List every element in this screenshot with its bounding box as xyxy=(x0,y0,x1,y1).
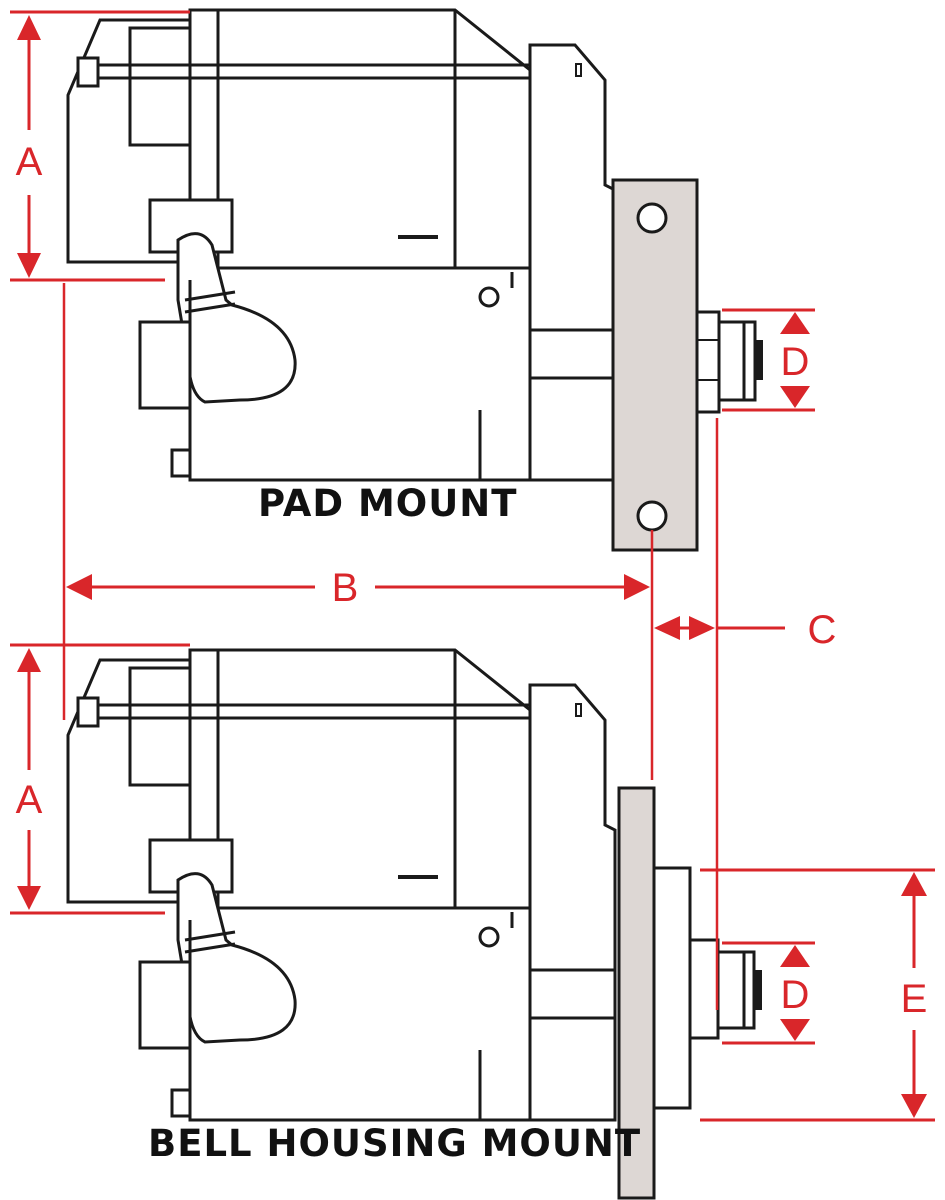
dimension-e-label: E xyxy=(901,977,928,1021)
bell-housing-pinion-gear xyxy=(688,938,762,1040)
pad-mount-starter xyxy=(66,8,763,552)
pad-mount-plate xyxy=(611,178,699,552)
dimension-b-label: B xyxy=(332,566,359,610)
bell-housing-flange xyxy=(617,786,656,1200)
pad-mount-lower-hole xyxy=(636,500,668,532)
bell-housing-collar xyxy=(652,866,692,1110)
pad-mount-upper-hole xyxy=(636,202,668,234)
bell-housing-mount-starter xyxy=(66,648,762,1200)
pad-mount-caption: PAD MOUNT xyxy=(258,482,518,525)
dimension-lines xyxy=(10,10,935,1122)
dimension-d-top-label: D xyxy=(781,340,810,384)
dimension-a-top-label: A xyxy=(16,140,43,184)
pad-mount-pinion-gear xyxy=(695,310,763,414)
dimension-c-label: C xyxy=(808,608,837,652)
dimension-d-bottom-label: D xyxy=(781,973,810,1017)
bell-housing-mount-caption: BELL HOUSING MOUNT xyxy=(148,1122,642,1165)
dimension-a-bottom-label: A xyxy=(16,778,43,822)
